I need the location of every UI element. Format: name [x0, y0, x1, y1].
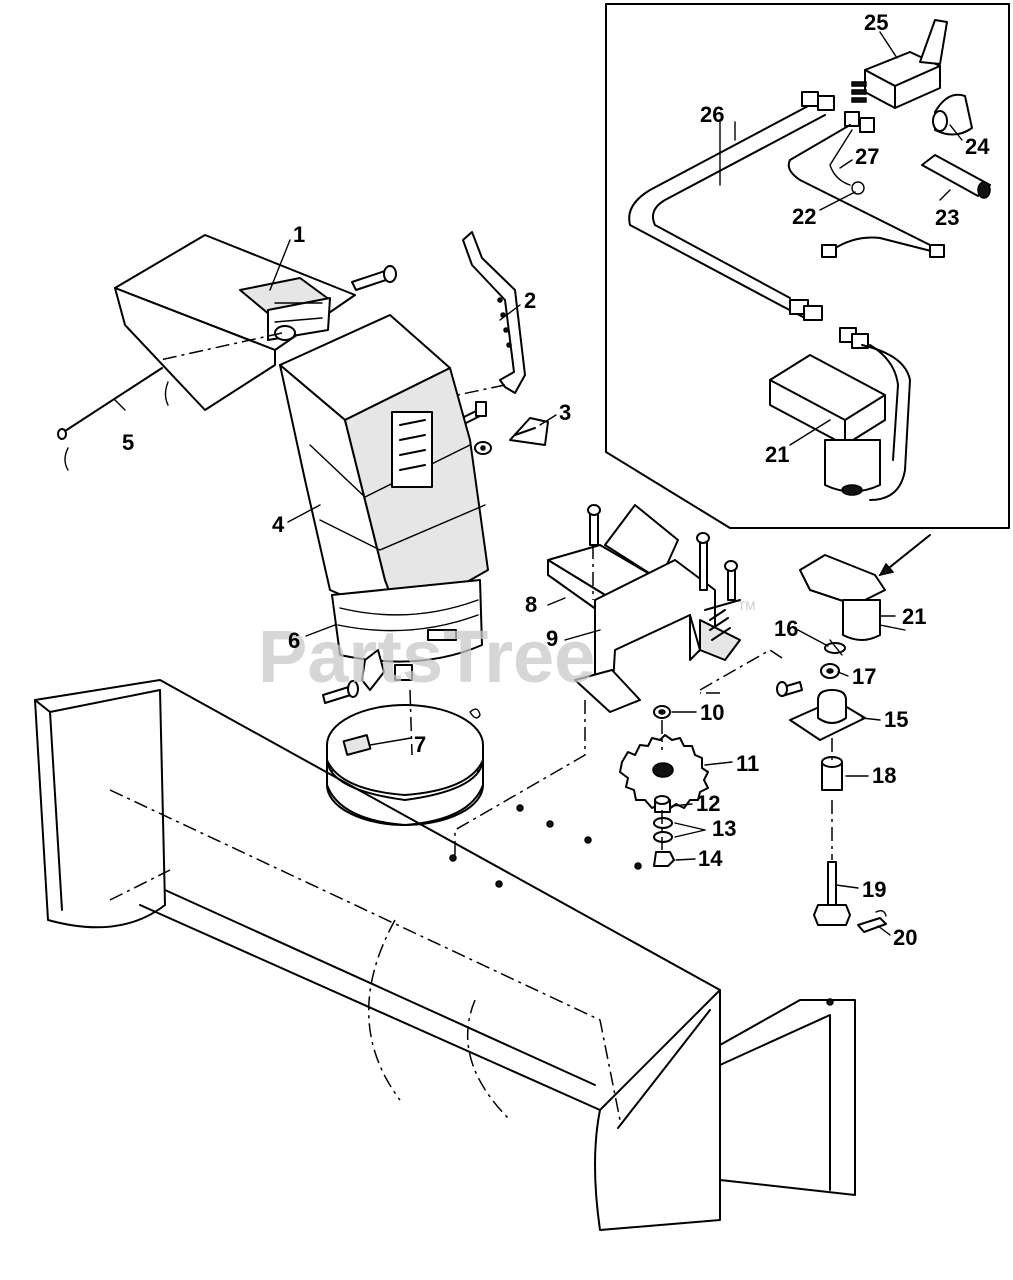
wiring-harness: [628, 91, 945, 501]
chute: [279, 314, 489, 621]
callout-21-inset: 21: [765, 442, 789, 467]
chute-collar: [331, 579, 483, 663]
washer: [653, 705, 671, 719]
callout-12: 12: [696, 791, 720, 816]
center-lines: [409, 545, 833, 860]
callout-7: 7: [414, 732, 426, 757]
fuse: [921, 154, 991, 199]
watermark-text: PartsTree: [258, 615, 595, 698]
callout-20: 20: [893, 925, 917, 950]
gear-housing: [700, 681, 866, 741]
rod: [57, 367, 169, 471]
callout-23: 23: [935, 205, 959, 230]
callout-19: 19: [862, 877, 886, 902]
motor-inset: [769, 354, 886, 496]
callout-27: 27: [855, 144, 879, 169]
callout-13: 13: [712, 816, 736, 841]
motor-washers: [820, 639, 846, 679]
callout-26: 26: [700, 102, 724, 127]
callout-6: 6: [288, 628, 300, 653]
sprocket: [619, 734, 709, 811]
nut: [653, 851, 675, 867]
fuse-cap: [932, 93, 973, 136]
callout-4: 4: [272, 512, 285, 537]
callout-1: 1: [293, 222, 305, 247]
leader-lines: [114, 31, 963, 936]
spacer: [654, 795, 671, 813]
callout-21-main: 21: [902, 604, 926, 629]
shaft: [813, 861, 851, 926]
callout-15: 15: [884, 707, 908, 732]
bracket-bolts: [587, 504, 738, 601]
deflector: [114, 234, 397, 411]
ring-gear: [326, 704, 484, 826]
callout-14: 14: [698, 846, 723, 871]
fasteners: [322, 649, 481, 719]
callout-16: 16: [774, 616, 798, 641]
pin: [857, 909, 887, 933]
callout-3: 3: [559, 400, 571, 425]
callout-10: 10: [700, 700, 724, 725]
motor-main: [799, 554, 906, 641]
callout-11: 11: [736, 751, 759, 776]
watermark: PartsTree TM: [258, 599, 755, 698]
washers: [653, 817, 673, 843]
callout-24: 24: [965, 134, 990, 159]
inset-box: [605, 3, 1010, 577]
watermark-tm: TM: [738, 599, 755, 613]
callout-22: 22: [792, 204, 816, 229]
callouts: 1 2 3 4 5 6 7 8 9 10 11 12 13 14 15 16 1…: [122, 10, 990, 950]
callout-18: 18: [872, 763, 896, 788]
auger-housing: [34, 679, 856, 1231]
bushing: [821, 756, 843, 791]
callout-9: 9: [546, 626, 558, 651]
callout-17: 17: [852, 664, 876, 689]
mount-bracket: [547, 504, 741, 713]
callout-5: 5: [122, 430, 134, 455]
clip: [509, 417, 549, 446]
callout-25: 25: [864, 10, 888, 35]
toggle-switch: [851, 19, 948, 109]
callout-2: 2: [524, 288, 536, 313]
callout-8: 8: [525, 592, 537, 617]
